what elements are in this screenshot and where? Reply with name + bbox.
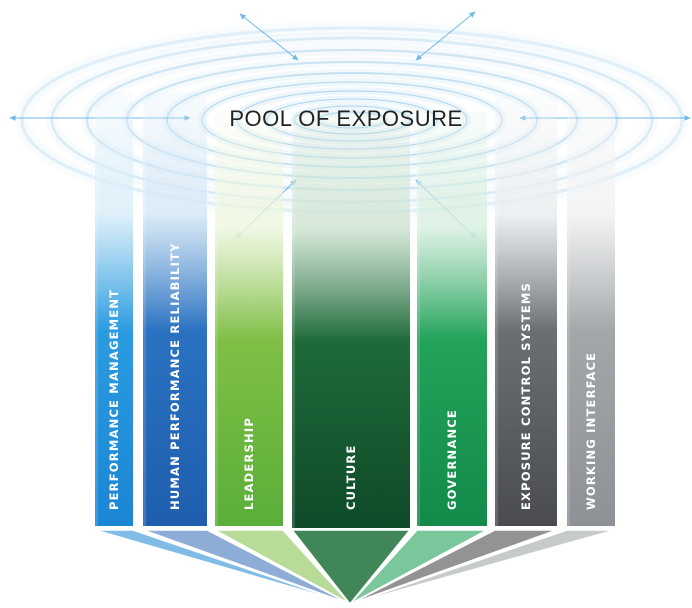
pillar-sheen — [495, 92, 498, 526]
flow-arrow — [239, 13, 299, 61]
funnel-facet — [142, 529, 351, 605]
pillar-label: PERFORMANCE MANAGEMENT — [107, 289, 121, 510]
funnel-base — [94, 529, 616, 606]
pillar-sheen — [215, 112, 218, 526]
pillar-label: EXPOSURE CONTROL SYSTEMS — [519, 282, 533, 510]
pillar-3: LEADERSHIP — [215, 112, 283, 526]
funnel-facet — [349, 529, 616, 605]
funnel-facet — [290, 529, 412, 606]
pillar-body — [215, 112, 283, 526]
pillar-label: WORKING INTERFACE — [584, 352, 598, 510]
pillar-2: HUMAN PERFORMANCE RELIABILITY — [143, 92, 207, 526]
diagram-title: POOL OF EXPOSURE — [229, 106, 462, 131]
pillar-body — [495, 92, 557, 526]
pillar-7: WORKING INTERFACE — [567, 92, 615, 526]
pillar-1: PERFORMANCE MANAGEMENT — [95, 92, 133, 526]
pillar-body — [292, 112, 410, 528]
pillar-sheen — [143, 92, 146, 526]
pillar-body — [567, 92, 615, 526]
pillar-body — [417, 112, 487, 526]
funnel-facet — [214, 529, 351, 605]
pillar-body — [95, 92, 133, 526]
pillar-4: CULTURE — [292, 112, 410, 528]
pillar-6: EXPOSURE CONTROL SYSTEMS — [495, 92, 557, 526]
flow-arrow — [415, 11, 476, 61]
pillar-sheen — [95, 92, 98, 526]
pillar-sheen — [567, 92, 570, 526]
funnel-facet — [94, 529, 351, 605]
funnel-facet — [349, 529, 558, 605]
pillar-sheen — [292, 112, 295, 528]
pillar-label: GOVERNANCE — [445, 409, 459, 510]
pillar-sheen — [417, 112, 420, 526]
pillar-label: HUMAN PERFORMANCE RELIABILITY — [168, 242, 182, 510]
pillars-group: PERFORMANCE MANAGEMENT HUMAN PERFORMANCE … — [95, 92, 615, 528]
pillar-5: GOVERNANCE — [417, 112, 487, 526]
pillar-label: CULTURE — [344, 445, 358, 511]
funnel-facet — [349, 529, 488, 605]
pillar-body — [143, 92, 207, 526]
pillar-label: LEADERSHIP — [242, 417, 256, 510]
